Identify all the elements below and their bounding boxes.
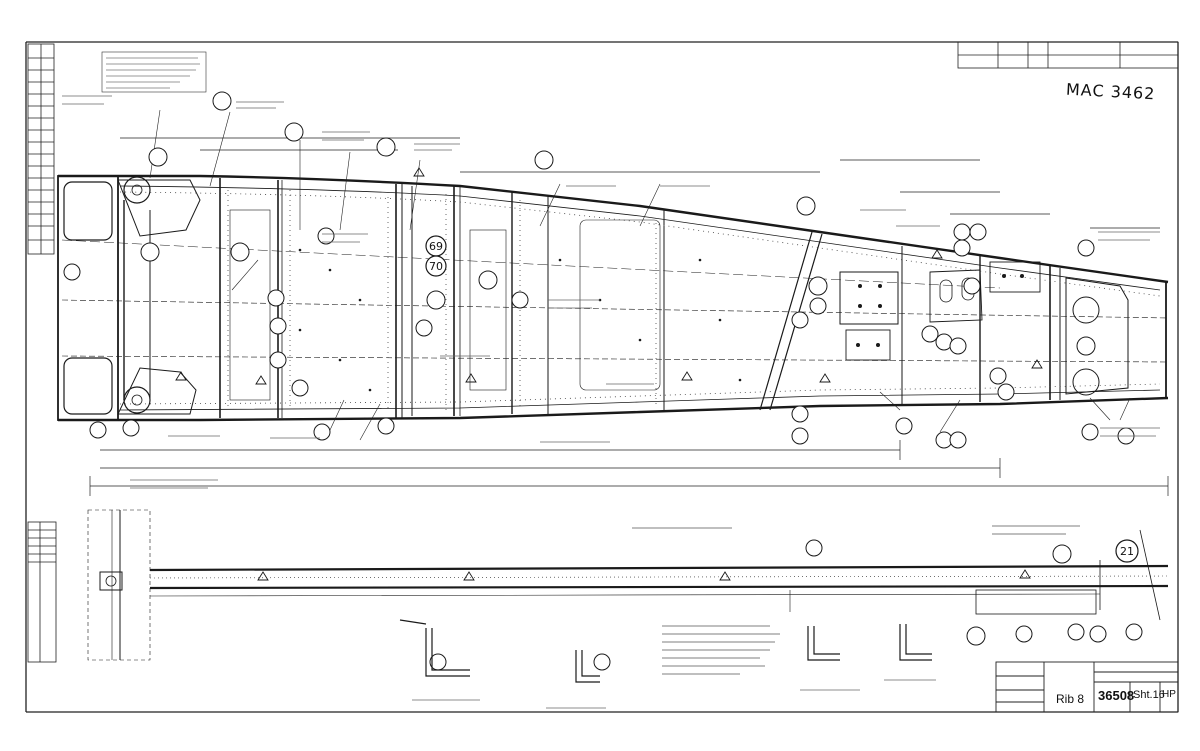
section-details	[399, 619, 936, 709]
leader-lines	[149, 109, 1131, 441]
notes-block	[101, 51, 207, 93]
rib-balloons	[425, 235, 1139, 563]
rib-title: Rib 8	[1056, 692, 1085, 706]
rivet-lines	[119, 190, 1161, 410]
annotation-labels	[62, 95, 1160, 489]
balloon-69: 69	[429, 240, 443, 253]
fastener-points	[298, 248, 1024, 392]
revision-strip	[27, 43, 57, 663]
balloon-70: 70	[429, 260, 443, 273]
note-triangles	[175, 167, 1043, 581]
dimension-lines	[89, 137, 1169, 496]
top-title-strip	[957, 41, 1179, 69]
plan-view	[87, 509, 1169, 661]
sheet-reference: Sht.16	[1133, 689, 1165, 701]
callout-balloons	[63, 91, 1143, 671]
general-notes	[632, 525, 1080, 675]
drawing-number: 36508	[1098, 688, 1135, 703]
title-block	[995, 661, 1179, 713]
sheet-suffix: HP	[1162, 689, 1176, 700]
balloon-21: 21	[1120, 545, 1134, 558]
